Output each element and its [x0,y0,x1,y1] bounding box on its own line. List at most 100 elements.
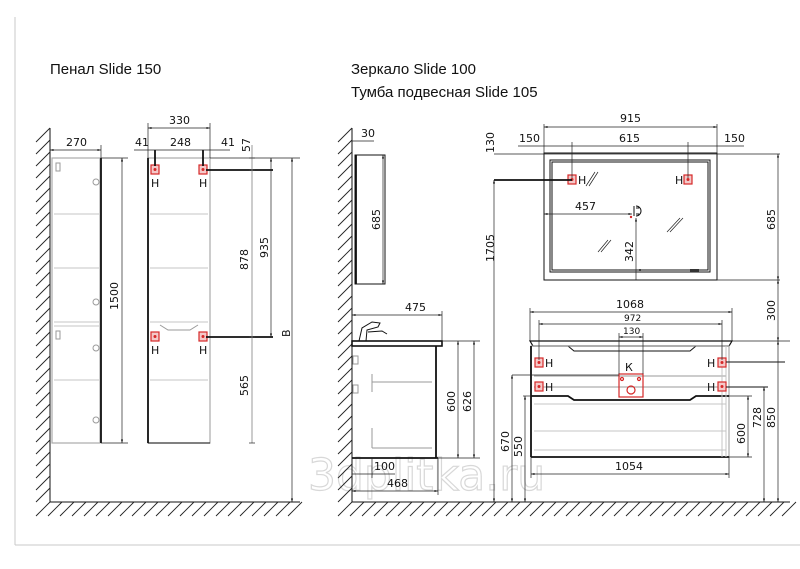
hatch-line [745,501,761,517]
hatch-line [337,403,353,419]
dimension-mirror-depth: 30 [352,127,375,142]
hatch-line [373,501,389,517]
hatch-line [337,259,353,275]
svg-text:30: 30 [361,127,375,140]
hatch-line [287,501,303,517]
hatch-line [35,355,51,371]
hatch-line [337,439,353,455]
hatch-line [649,501,665,517]
dimension-penal-height: 1500 [101,157,128,444]
hatch-line [577,501,593,517]
floor-right [337,501,797,517]
hatch-line [721,501,737,517]
hatch-line [337,355,353,371]
hatch-line [337,247,353,263]
hatch-line [337,127,353,143]
cabinet-hook-top-right: Н [707,357,727,370]
hatch-line [179,501,195,517]
hatch-line [35,403,51,419]
mirror-front-view [543,152,718,281]
hatch-line [35,127,51,143]
hatch-line [781,501,797,517]
svg-text:300: 300 [765,300,778,321]
dimension-cabinet-left-verticals: 670 550 [499,374,619,502]
hatch-line [35,439,51,455]
svg-text:Н: Н [199,177,207,190]
hatch-line [35,367,51,383]
hatch-line [35,247,51,263]
hatch-line [337,451,353,467]
svg-text:475: 475 [405,301,426,314]
hatch-line [337,475,353,491]
penal-hook-bottom-right: Н [198,331,208,357]
hatch-line [35,283,51,299]
hatch-line [35,331,51,347]
hatch-line [541,501,557,517]
wall-left [35,127,51,503]
hatch-line [625,501,641,517]
hatch-line [35,295,51,311]
hatch-line [35,163,51,179]
hatch-line [457,501,473,517]
hatch-line [337,501,353,517]
hatch-line [337,271,353,287]
hatch-line [35,199,51,215]
svg-text:Н: Н [151,177,159,190]
hatch-line [35,139,51,155]
svg-text:1068: 1068 [616,298,644,311]
cabinet-side-view [351,321,443,459]
hatch-line [337,463,353,479]
hatch-line [337,211,353,227]
svg-text:Н: Н [707,381,715,394]
svg-text:Н: Н [545,357,553,370]
hatch-line [337,379,353,395]
dimension-penal-width: 330 [147,114,211,158]
hatch-line [421,501,437,517]
hatch-line [71,501,87,517]
svg-text:935: 935 [258,237,271,258]
svg-text:Н: Н [151,344,159,357]
title-penal: Пенал Slide 150 [50,61,161,78]
hatch-line [337,427,353,443]
hatch-line [35,501,51,517]
hatch-line [35,271,51,287]
svg-text:К: К [625,361,633,374]
hatch-line [337,187,353,203]
svg-text:565: 565 [238,375,251,396]
hatch-line [167,501,183,517]
hatch-line [35,151,51,167]
hatch-line [215,501,231,517]
svg-text:685: 685 [765,209,778,230]
hatch-line [203,501,219,517]
dimension-penal-hook-offsets: 41 248 41 57 [134,136,253,152]
svg-text:550: 550 [512,436,525,457]
hatch-line [337,235,353,251]
hatch-line [35,223,51,239]
hatch-line [337,199,353,215]
dimension-mirror-vertical-left: 130 1705 [484,132,780,502]
svg-text:468: 468 [387,477,408,490]
svg-text:615: 615 [619,132,640,145]
hatch-line [685,501,701,517]
hatch-line [35,259,51,275]
hatch-line [337,295,353,311]
hatch-line [769,501,785,517]
svg-text:626: 626 [461,391,474,412]
hatch-line [35,415,51,431]
hatch-line [35,391,51,407]
dimension-mirror-socket: 457 342 [544,200,638,280]
hatch-line [337,367,353,383]
faucet-icon [358,321,388,342]
dimension-penal-depth: 270 [50,136,102,158]
hatch-line [263,501,279,517]
svg-text:457: 457 [575,200,596,213]
svg-text:150: 150 [519,132,540,145]
hatch-line [107,501,123,517]
dimension-mirror-width: 915 [543,112,718,153]
svg-text:130: 130 [623,327,640,337]
penal-hook-top-left: Н [150,164,160,190]
svg-text:1705: 1705 [484,234,497,262]
dimension-mirror-side-height: 685 [370,155,385,284]
hatch-line [35,463,51,479]
svg-text:1054: 1054 [615,460,643,473]
